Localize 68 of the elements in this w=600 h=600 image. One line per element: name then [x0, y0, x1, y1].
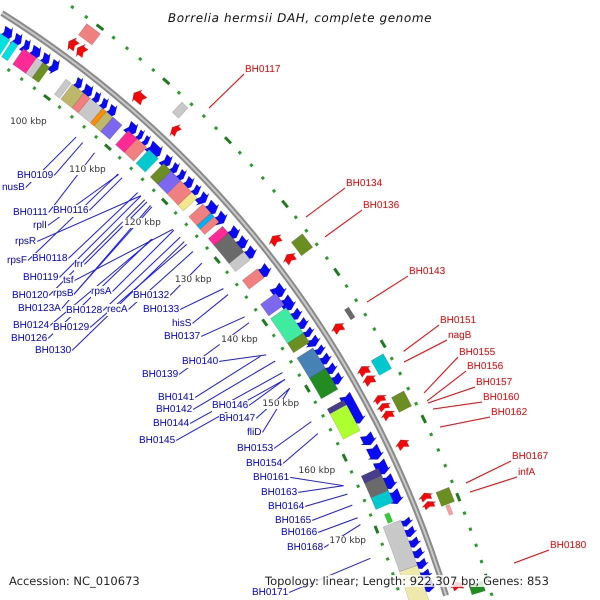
scale-label: 140 kbp	[220, 335, 259, 346]
leader-line	[514, 550, 550, 564]
accession-text: Accession: NC_010673	[9, 575, 140, 587]
leader-line	[324, 210, 362, 238]
scale-label: 110 kbp	[68, 165, 107, 176]
gene-label: BH0146	[212, 400, 248, 412]
leader-line	[102, 236, 181, 311]
leader-line	[88, 177, 123, 211]
gene-label: BH0128	[66, 305, 102, 317]
leader-line	[208, 74, 244, 108]
leader-line	[192, 360, 276, 410]
scale-label: 120 kbp	[123, 218, 162, 228]
leader-line	[366, 276, 408, 302]
leader-line	[404, 340, 448, 362]
leader-line	[194, 356, 261, 398]
gene-label: rplI	[33, 220, 47, 232]
diagram-title: Borrelia hermsii DAH, complete genome	[168, 11, 432, 26]
scale-label: 160 kbp	[298, 466, 336, 476]
leader-line	[48, 199, 146, 296]
leader-line	[218, 354, 267, 362]
leader-line	[58, 195, 142, 278]
leader-line	[192, 294, 229, 324]
leader-line	[72, 241, 185, 351]
leader-line	[74, 206, 152, 294]
leader-line	[180, 288, 224, 310]
leader-line	[304, 494, 348, 507]
leader-line	[424, 356, 458, 394]
leader-line	[248, 378, 286, 406]
gene-label: BH0140	[182, 356, 218, 368]
leader-line	[403, 324, 440, 352]
leader-line	[426, 370, 466, 402]
leader-line	[318, 517, 358, 533]
leader-line	[54, 142, 84, 176]
leader-line	[290, 476, 344, 486]
leader-line	[432, 402, 482, 410]
leader-line	[470, 476, 518, 492]
gene-label: BH0116	[53, 205, 88, 217]
leader-line	[112, 230, 174, 292]
gene-label: rpsR	[15, 236, 36, 248]
leader-line	[68, 192, 138, 259]
gene-label: rpsF	[7, 255, 27, 267]
scale-label: 150 kbp	[261, 399, 300, 410]
leader-line	[306, 188, 346, 218]
gene-label: BH0129	[53, 322, 90, 334]
leader-line	[74, 228, 174, 281]
gene-label: rpsB	[53, 288, 74, 300]
gene-label: recA	[107, 304, 128, 316]
gene-label: rpsA	[91, 286, 112, 298]
leader-line	[274, 421, 312, 449]
leader-line	[282, 433, 318, 464]
leader-line	[84, 201, 148, 265]
scale-label: 170 kbp	[328, 536, 368, 546]
leader-line	[466, 460, 512, 484]
leader-line	[90, 244, 188, 328]
leader-line	[50, 238, 154, 326]
leader-line	[298, 485, 344, 493]
leader-line	[36, 195, 142, 242]
leader-line	[428, 386, 476, 404]
gene-label: BH0132	[133, 290, 170, 302]
leader-line	[440, 416, 490, 428]
scale-label: 100 kbp	[9, 117, 48, 128]
gene-label: frr	[74, 259, 84, 271]
gene-label: nagB	[448, 330, 472, 342]
leader-line	[200, 316, 246, 337]
leader-line	[61, 205, 152, 309]
leader-line	[312, 504, 353, 521]
gene-label: BH0109	[17, 170, 54, 182]
scale-label: 130 kbp	[174, 274, 213, 285]
